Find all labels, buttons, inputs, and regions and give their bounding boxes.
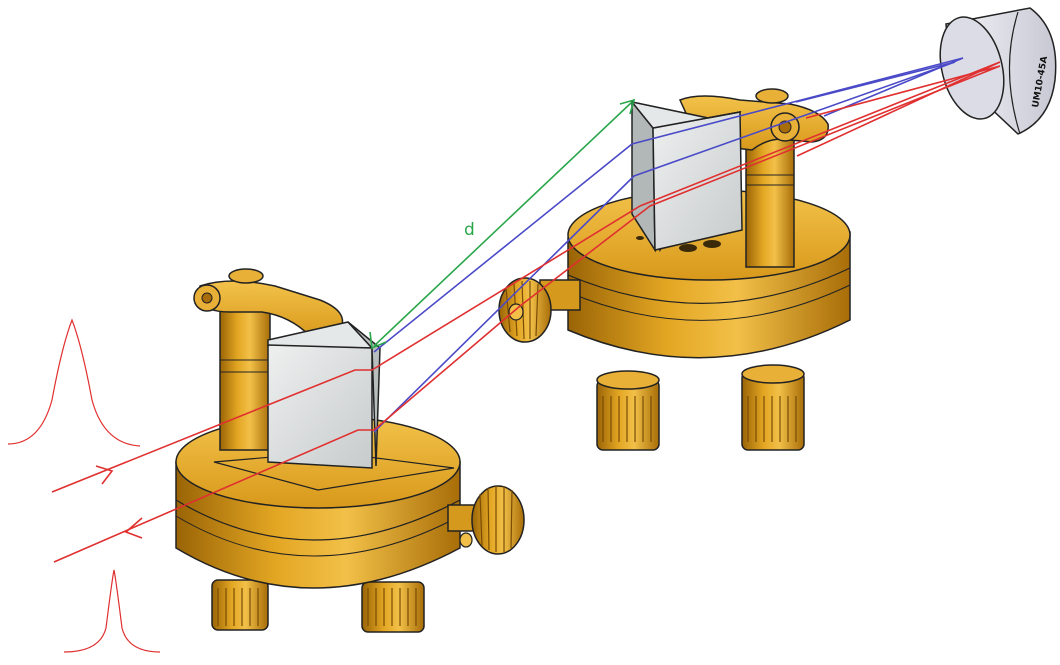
output-pulse-gaussian [63,569,161,653]
left-mount-foot-knob-left [211,579,269,631]
input-direction-arrow [95,465,114,485]
left-prism-mount [175,268,525,633]
right-mount-foot-knob-left [596,370,660,451]
red-beam-output [53,65,1001,563]
distance-marker: d [369,98,636,350]
left-mount-side-knob [447,485,525,555]
output-direction-arrow [124,517,143,539]
right-prism [630,99,743,253]
distance-label: d [464,220,475,240]
right-mount-side-knob [498,277,581,343]
left-prism [267,321,381,469]
input-pulse-gaussian [7,318,141,447]
red-beam-input [51,61,1001,493]
beam-paths [51,57,1001,563]
right-mount-foot-knob-right [741,364,805,451]
roof-mirror: UM10-45A [939,7,1057,135]
right-prism-mount [498,88,851,451]
left-mount-foot-knob-right [361,581,425,633]
blue-beam-lower [373,61,956,433]
